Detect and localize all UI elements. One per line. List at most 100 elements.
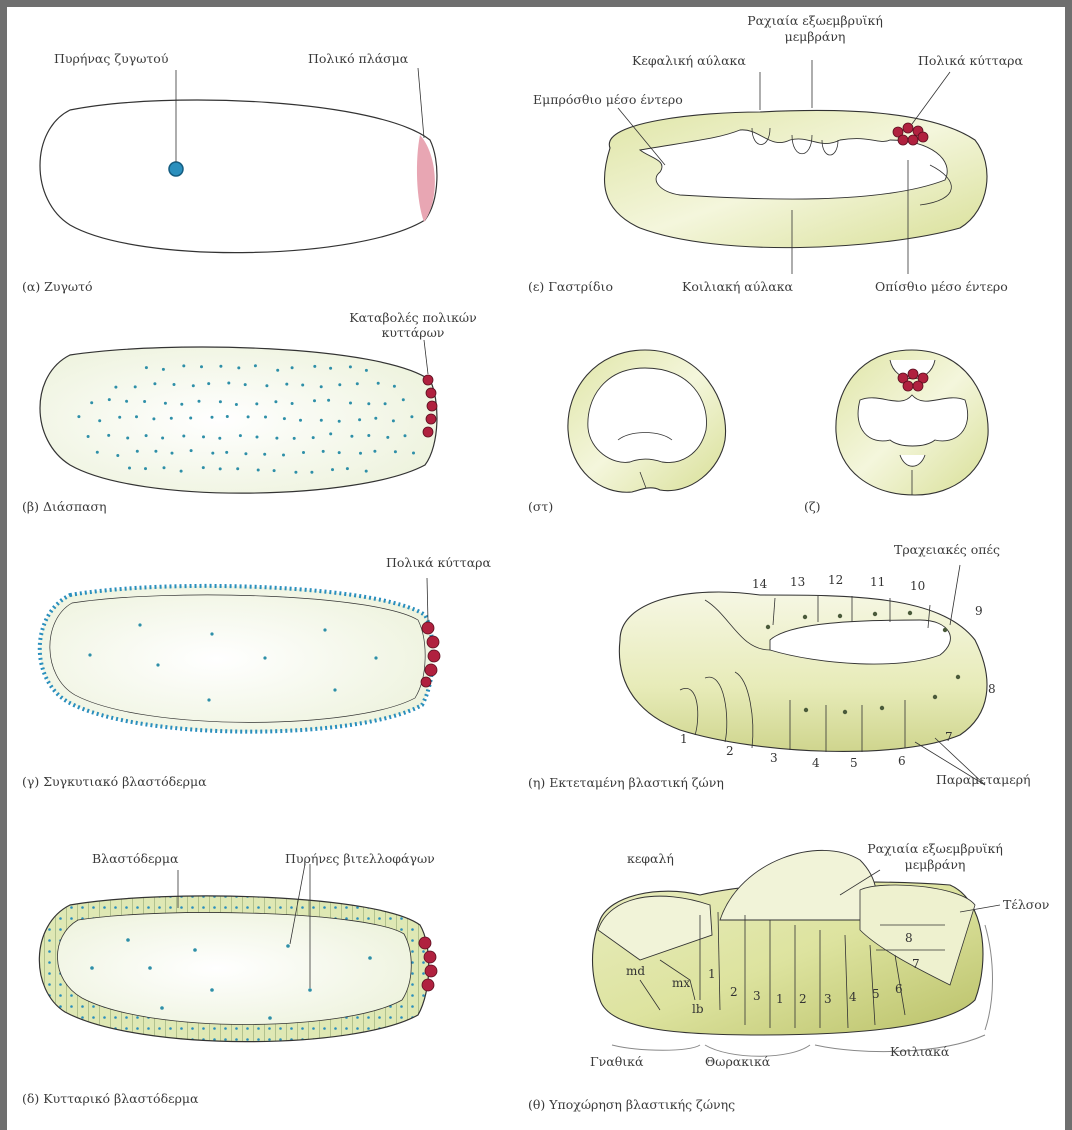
abdominal-number-2: 2	[799, 993, 807, 1005]
cleavage-nucleus	[237, 366, 240, 369]
cellular-yolk	[57, 912, 411, 1024]
cleavage-nucleus	[301, 384, 304, 387]
cleavage-nucleus	[313, 399, 316, 402]
cleavage-nucleus	[118, 416, 121, 419]
germband-number-10: 10	[910, 580, 925, 592]
cleavage-nucleus	[338, 451, 341, 454]
cleavage-nucleus	[145, 434, 148, 437]
panel-i-retraction	[593, 850, 1001, 1056]
germband-number-4: 4	[812, 757, 820, 769]
cleavage-nucleus	[291, 366, 294, 369]
label-mx: mx	[672, 977, 690, 989]
label-vitellophage: Πυρήνες βιτελλοφάγων	[285, 852, 435, 866]
label-anterior-midgut: Εμπρόσθιο μέσο έντερο	[533, 93, 683, 107]
panel-f-section	[568, 350, 726, 492]
cleavage-nucleus	[386, 436, 389, 439]
cleavage-nucleus	[273, 469, 276, 472]
cleavage-nucleus	[190, 449, 193, 452]
cleavage-nucleus	[283, 417, 286, 420]
panel-b-cleavage	[40, 340, 437, 493]
cleavage-nucleus	[143, 400, 146, 403]
cleavage-nucleus	[320, 385, 323, 388]
label-pole-buds-line1: Καταβολές πολικών	[348, 311, 478, 325]
cleavage-nucleus	[180, 470, 183, 473]
panel-h-extended	[619, 565, 987, 785]
cleavage-nucleus	[200, 365, 203, 368]
cleavage-nucleus	[128, 467, 131, 470]
abdominal-number-5: 5	[872, 988, 880, 1000]
cleavage-nucleus	[198, 400, 201, 403]
cleavage-nucleus	[263, 453, 266, 456]
label-blastoderm: Βλαστόδερμα	[92, 852, 178, 866]
cleavage-nucleus	[374, 417, 377, 420]
thoracic-number-1: 1	[708, 968, 716, 980]
cleavage-nucleus	[202, 466, 205, 469]
cleavage-nucleus	[282, 454, 285, 457]
cleavage-nucleus	[367, 434, 370, 437]
cleavage-nucleus	[257, 469, 260, 472]
abdominal-number-7: 7	[912, 958, 920, 970]
cleavage-nucleus	[96, 451, 99, 454]
cleavage-nucleus	[244, 452, 247, 455]
thoracic-number-2: 2	[730, 986, 738, 998]
cleavage-nucleus	[346, 467, 349, 470]
cleavage-nucleus	[329, 432, 332, 435]
germband-number-11: 11	[870, 576, 885, 588]
cleavage-nucleus	[218, 437, 221, 440]
cleavage-nucleus	[173, 383, 176, 386]
cleavage-nucleus	[98, 419, 101, 422]
leader-pole-plasm	[418, 68, 424, 138]
cleavage-nucleus	[365, 369, 368, 372]
germband-number-3: 3	[770, 752, 778, 764]
germband-number-6: 6	[898, 755, 906, 767]
cleavage-nucleus	[219, 400, 222, 403]
label-head: κεφαλή	[627, 852, 674, 866]
cleavage-nucleus	[299, 419, 302, 422]
cleavage-nucleus	[312, 436, 315, 439]
cleavage-nucleus	[126, 437, 129, 440]
label-thoracic: Θωρακικά	[705, 1055, 770, 1069]
cleavage-nucleus	[392, 419, 395, 422]
panel-g-section	[836, 350, 988, 495]
cleavage-nucleus	[302, 451, 305, 454]
cleavage-nucleus	[161, 437, 164, 440]
cleavage-nucleus	[310, 471, 313, 474]
cleavage-nucleus	[367, 402, 370, 405]
label-pole-buds-line2: κυττάρων	[348, 326, 478, 340]
cleavage-nucleus	[402, 398, 405, 401]
cleavage-nucleus	[87, 435, 90, 438]
germband-number-13: 13	[790, 576, 805, 588]
cleavage-nucleus	[235, 403, 238, 406]
abdominal-number-8: 8	[905, 932, 913, 944]
cleavage-nucleus	[276, 369, 279, 372]
cleavage-nucleus	[226, 415, 229, 418]
label-amnion-i-line1: Ραχιαία εξωεμβρυϊκή	[860, 842, 1010, 856]
cleavage-nucleus	[291, 402, 294, 405]
cleavage-nucleus	[219, 365, 222, 368]
cleavage-nucleus	[182, 435, 185, 438]
cleavage-nucleus	[394, 450, 397, 453]
label-ventral-furrow: Κοιλιακή αύλακα	[682, 280, 793, 294]
germband-number-8: 8	[988, 683, 996, 695]
cleavage-nucleus	[349, 402, 352, 405]
cleavage-nucleus	[171, 452, 174, 455]
cleavage-nucleus	[275, 437, 278, 440]
panel-c-syncytial	[40, 578, 440, 732]
cleavage-nucleus	[162, 368, 165, 371]
caption-c: (γ) Συγκυτιακό βλαστόδερμα	[22, 775, 207, 789]
label-gnathal: Γναθικά	[590, 1055, 643, 1069]
label-amnion-i-line2: μεμβράνη	[860, 858, 1010, 872]
amnion-dome	[720, 850, 877, 920]
cleavage-nucleus	[256, 436, 259, 439]
cleavage-nucleus	[349, 365, 352, 368]
cleavage-nucleus	[244, 383, 247, 386]
cleavage-nucleus	[164, 402, 167, 405]
panel-d-cellular	[39, 864, 437, 1042]
germband-number-14: 14	[752, 578, 767, 590]
cleavage-nucleus	[255, 402, 258, 405]
cleavage-nucleus	[294, 471, 297, 474]
cleavage-nucleus	[285, 383, 288, 386]
cleavage-nucleus	[327, 399, 330, 402]
caption-i: (θ) Υποχώρηση βλαστικής ζώνης	[528, 1098, 735, 1112]
label-tracheal-pits: Τραχειακές οπές	[894, 543, 1000, 557]
